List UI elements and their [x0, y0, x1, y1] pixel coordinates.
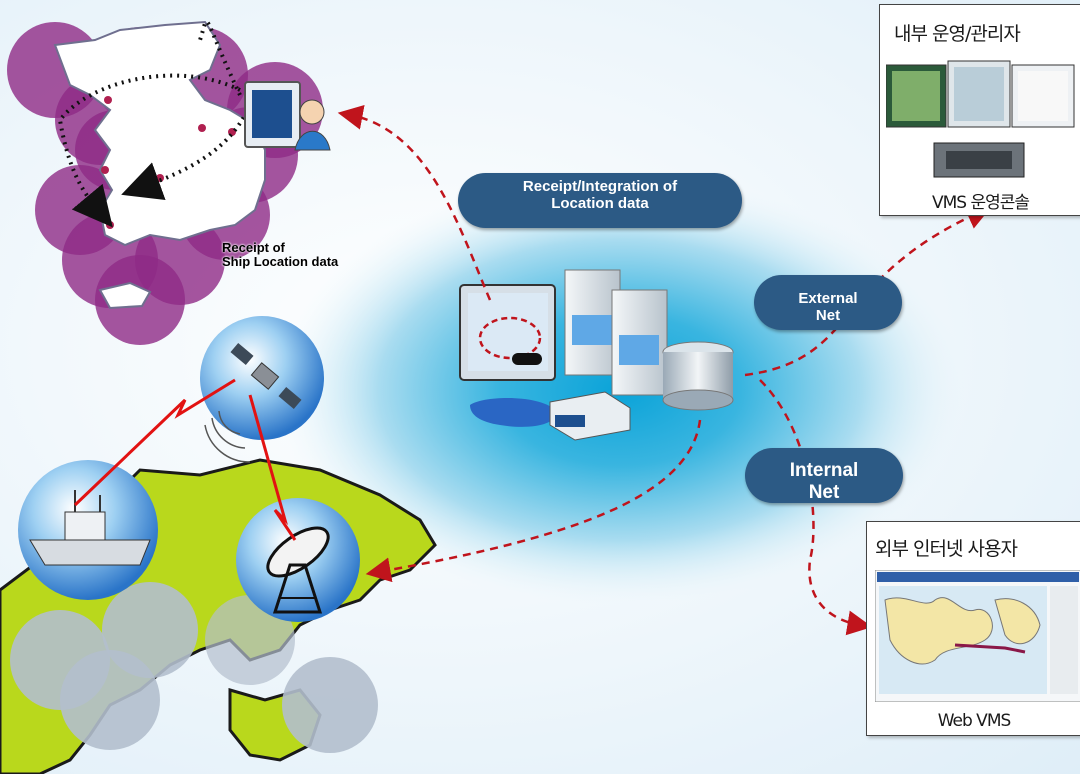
jeju-island — [98, 281, 152, 310]
external-user-title: 외부 인터넷 사용자 — [875, 538, 1018, 560]
receipt-integration-label: Receipt/Integration of Location data — [458, 173, 742, 228]
external-net-label: External Net — [754, 275, 902, 330]
operator-workstation-icon — [244, 81, 331, 151]
satellite-icon — [200, 316, 324, 463]
external-net-line1: External — [798, 290, 858, 307]
ship-location-line1: Receipt of — [222, 240, 285, 255]
central-server-icon — [459, 269, 734, 441]
satellite-links — [73, 378, 297, 541]
external-net-line2: Net — [815, 307, 841, 325]
internal-net-line2: Net — [808, 481, 840, 503]
internal-operator-panel: 내부 운영/관리자 VMS 운영콘솔 — [879, 4, 1080, 216]
receipt-integration-line1: Receipt/Integration of — [522, 178, 678, 195]
internal-net-label: Internal Net — [745, 448, 903, 503]
external-user-panel: 외부 인터넷 사용자 Web VMS — [866, 521, 1080, 736]
korea-map — [53, 20, 266, 247]
internal-operator-caption: VMS 운영콘솔 — [931, 193, 1030, 213]
receipt-integration-line2: Location data — [551, 195, 649, 213]
operator-console-image — [886, 60, 1075, 178]
internal-operator-title: 내부 운영/관리자 — [894, 23, 1021, 45]
antenna-icon — [236, 498, 360, 622]
external-user-caption: Web VMS — [937, 711, 1012, 731]
internal-net-line1: Internal — [789, 460, 859, 481]
ship-location-label: Receipt of Ship Location data — [222, 240, 339, 270]
data-flow-arrows-korea — [57, 20, 252, 228]
network-arrows — [337, 105, 992, 636]
ship-location-line2: Ship Location data — [222, 254, 339, 270]
ship-icon — [18, 460, 158, 600]
web-vms-image — [875, 570, 1080, 702]
